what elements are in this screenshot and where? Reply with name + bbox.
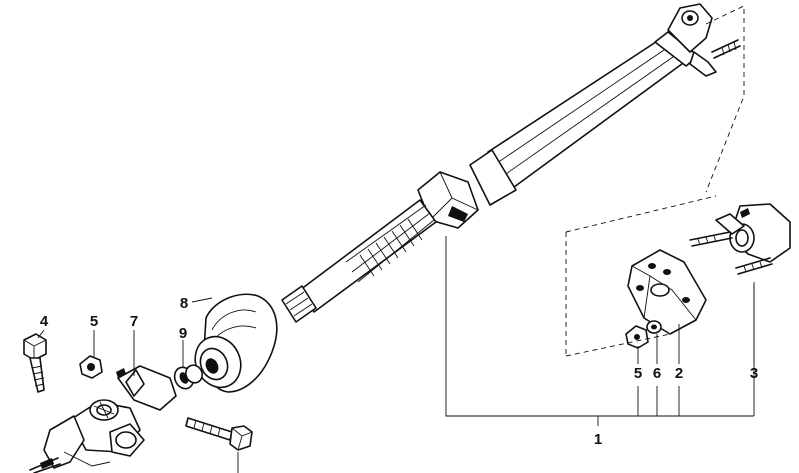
callout-labels: 1 2 3 4 5 5 6 7 8 9 [40,295,758,448]
lock-washer [646,320,662,334]
callout-3: 3 [750,365,758,382]
callout-5-left: 5 [90,313,98,330]
steering-column-shaft [281,3,741,323]
callout-4: 4 [40,313,49,330]
seal-washer [173,364,203,390]
coupling-flange [689,203,791,275]
hex-bolt-long [185,417,253,451]
callout-9: 9 [179,325,187,342]
callout-7: 7 [130,313,138,330]
universal-joint [29,365,177,473]
callout-6: 6 [653,365,661,382]
rubber-boot [194,293,278,393]
hex-bolt-short [23,333,47,393]
callout-8: 8 [180,295,188,312]
hex-nut-right [625,325,649,349]
detail-dashed-outline [565,5,745,357]
callout-2: 2 [675,365,683,382]
hex-nut-left [79,355,103,379]
leader-lines [37,236,755,473]
flexible-coupling-disc [627,249,707,335]
callout-5-right: 5 [634,365,642,382]
callout-1: 1 [594,431,602,448]
